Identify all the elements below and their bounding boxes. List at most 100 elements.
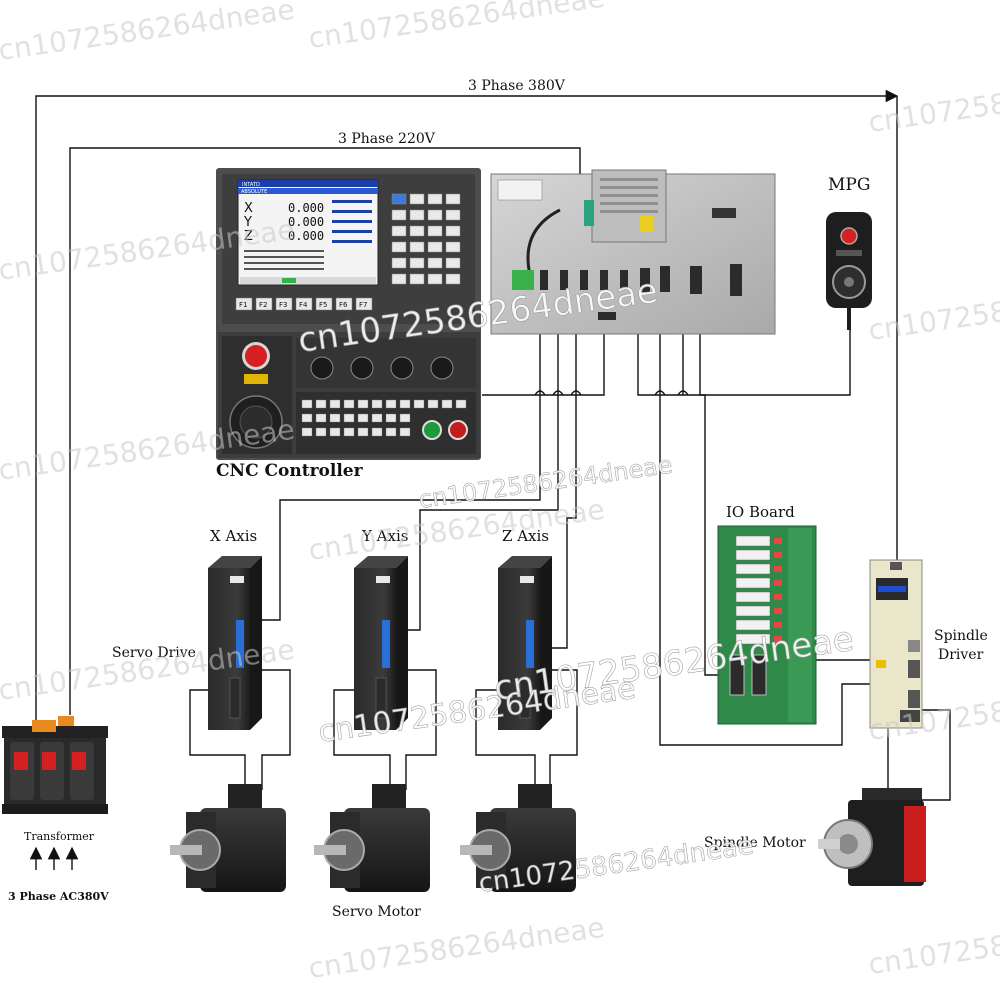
wire-y-drive-motor bbox=[333, 689, 391, 790]
handwheel bbox=[229, 395, 283, 449]
servo-drive-y bbox=[354, 556, 408, 730]
io-board bbox=[717, 525, 817, 725]
softkey-label: F7 bbox=[359, 301, 367, 309]
override-knobs bbox=[310, 356, 454, 380]
wire-z-drive-motor-2 bbox=[540, 669, 578, 790]
label-io-board: IO Board bbox=[726, 503, 795, 521]
label-servo-drive: Servo Drive bbox=[112, 645, 196, 661]
screen-value-z: 0.000 bbox=[288, 229, 324, 243]
label-mpg: MPG bbox=[828, 175, 870, 195]
softkey bbox=[355, 297, 373, 311]
servo-motor-x bbox=[170, 784, 286, 892]
screen-axis-y: Y bbox=[243, 215, 252, 230]
wire-380v bbox=[35, 89, 899, 725]
io-relay bbox=[735, 619, 771, 631]
softkey-label: F5 bbox=[319, 301, 327, 309]
screen-value-y: 0.000 bbox=[288, 215, 324, 229]
wire-mpg bbox=[637, 288, 851, 396]
wire-z-drive-motor bbox=[475, 689, 536, 790]
label-phase-220v: 3 Phase 220V bbox=[338, 131, 436, 147]
cnc-keypad bbox=[391, 193, 461, 285]
softkey-label: F3 bbox=[279, 301, 287, 309]
softkey bbox=[335, 297, 353, 311]
io-relay-led bbox=[774, 608, 782, 614]
wire-x-drive-motor bbox=[189, 689, 246, 790]
io-relay bbox=[735, 605, 771, 617]
label-spindle-driver-1: Spindle bbox=[934, 628, 988, 644]
controller-back-panel bbox=[490, 169, 776, 335]
watermark-text: cn1072586264dneae bbox=[866, 273, 1000, 347]
softkey-label: F4 bbox=[299, 301, 308, 309]
label-y-axis: Y Axis bbox=[361, 527, 408, 545]
softkey bbox=[235, 297, 253, 311]
watermark-text: cn1072586264dneae bbox=[306, 911, 606, 985]
softkey-label: F1 bbox=[239, 301, 247, 309]
label-transformer: Transformer bbox=[24, 830, 95, 843]
label-servo-motor: Servo Motor bbox=[332, 904, 421, 920]
screen-axis-x: X bbox=[244, 201, 253, 216]
io-relay-led bbox=[774, 594, 782, 600]
screen-value-x: 0.000 bbox=[288, 201, 324, 215]
spindle-driver bbox=[869, 559, 923, 729]
servo-motor-z bbox=[460, 784, 576, 892]
spindle-motor bbox=[818, 788, 926, 886]
label-spindle-driver-2: Driver bbox=[938, 647, 984, 663]
wire-220v bbox=[69, 147, 587, 715]
feed-hold-button bbox=[448, 420, 468, 440]
label-phase-380v: 3 Phase 380V bbox=[468, 78, 566, 94]
label-z-axis: Z Axis bbox=[502, 527, 549, 545]
mpg-handwheel bbox=[826, 212, 872, 330]
screen-brand: INTATD bbox=[242, 182, 260, 188]
transformer bbox=[2, 716, 108, 814]
io-relay bbox=[735, 633, 771, 645]
io-relay-led bbox=[774, 636, 782, 642]
cycle-start-button bbox=[422, 420, 442, 440]
estop-button bbox=[242, 342, 270, 370]
softkey-label: F6 bbox=[339, 301, 348, 309]
io-relay-led bbox=[774, 538, 782, 544]
softkey bbox=[295, 297, 313, 311]
wire-x-drive-motor-2 bbox=[250, 669, 291, 790]
cnc-controller: INTATD ABSOLUTE X Y Z 0.000 0.000 0.000 bbox=[216, 168, 481, 460]
io-relay bbox=[735, 535, 771, 547]
wire-spindle-motor bbox=[905, 709, 951, 801]
power-supply-unit bbox=[584, 169, 667, 243]
softkey bbox=[275, 297, 293, 311]
wire-io-3 bbox=[699, 288, 735, 676]
watermark-text: cn1072586264dneae bbox=[0, 0, 296, 67]
wire-io-1 bbox=[659, 290, 870, 746]
softkey bbox=[255, 297, 273, 311]
cnc-screen: INTATD ABSOLUTE X Y Z 0.000 0.000 0.000 bbox=[237, 179, 379, 286]
label-spindle-motor: Spindle Motor bbox=[704, 835, 806, 851]
back-panel-connectors bbox=[540, 264, 742, 320]
io-relay bbox=[735, 549, 771, 561]
watermark-text: cn1072586264dneae bbox=[306, 0, 606, 55]
watermark-text: cn1072586264dneae bbox=[866, 65, 1000, 139]
softkey-label: F2 bbox=[259, 301, 267, 309]
servo-drive-x bbox=[208, 556, 262, 730]
io-relay-led bbox=[774, 580, 782, 586]
operator-keys bbox=[301, 399, 467, 437]
io-relay-led bbox=[774, 566, 782, 572]
wire-y-axis-signal bbox=[390, 286, 559, 631]
screen-axis-z: Z bbox=[244, 229, 253, 244]
io-relay bbox=[735, 591, 771, 603]
io-relay-led bbox=[774, 622, 782, 628]
label-input-power: 3 Phase AC380V bbox=[8, 890, 109, 903]
label-x-axis: X Axis bbox=[210, 527, 257, 545]
label-cnc-controller: CNC Controller bbox=[216, 461, 364, 481]
io-relay-led bbox=[774, 552, 782, 558]
screen-mode: ABSOLUTE bbox=[241, 189, 267, 195]
servo-motor-y bbox=[314, 784, 430, 892]
io-relay bbox=[735, 563, 771, 575]
io-relay bbox=[735, 577, 771, 589]
wire-y-drive-motor-2 bbox=[396, 669, 437, 790]
cnc-softkeys: F1 F2 F3 F4 F5 F6 F7 bbox=[235, 297, 373, 311]
servo-drive-z bbox=[498, 556, 552, 730]
wire-z-axis-signal bbox=[536, 286, 577, 649]
softkey bbox=[315, 297, 333, 311]
watermark-text: cn1072586264dneae bbox=[866, 907, 1000, 981]
wire-x-axis-signal bbox=[244, 286, 541, 621]
wiring bbox=[29, 89, 951, 870]
